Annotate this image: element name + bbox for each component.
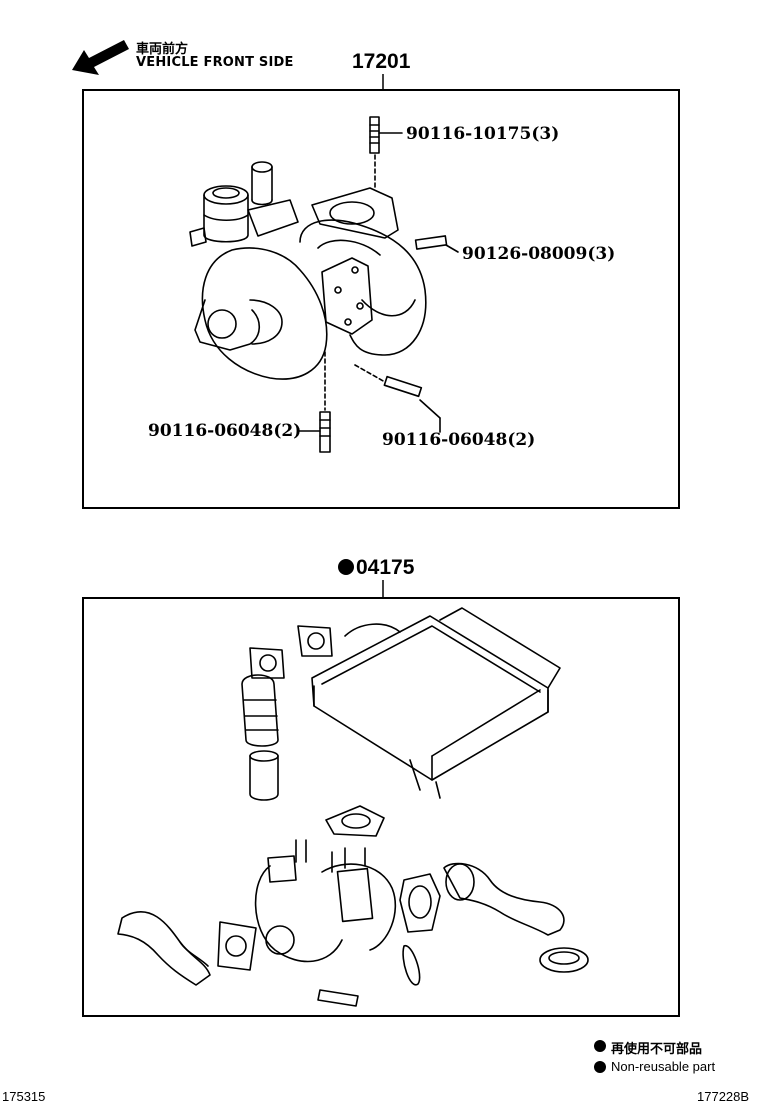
legend-label-en: Non-reusable part — [611, 1059, 716, 1074]
turbocharger-assembly-frame — [82, 89, 680, 509]
callout-stud-lower-right[interactable]: 90116-06048(2) — [382, 430, 536, 450]
turbocharger-illustration — [189, 116, 459, 453]
callout-stud-right[interactable]: 90126-08009(3) — [462, 244, 616, 264]
direction-label-jp: 車両前方 — [136, 42, 189, 57]
gasket-kit-part-number[interactable]: 04175 — [338, 556, 414, 580]
footer-right-code: 177228B — [697, 1089, 750, 1104]
legend-dot-icon — [594, 1040, 606, 1052]
direction-label-en: VEHICLE FRONT SIDE — [136, 55, 294, 70]
gasket-kit-frame — [82, 597, 680, 1017]
callout-stud-top[interactable]: 90116-10175(3) — [406, 124, 560, 144]
footer-left-code: 175315 — [2, 1089, 46, 1104]
vehicle-front-arrow-icon — [72, 40, 129, 75]
legend-dot-icon — [594, 1061, 606, 1073]
non-reusable-dot-icon — [338, 559, 354, 575]
assembly-part-number[interactable]: 17201 — [352, 50, 411, 73]
gasket-kit-illustration — [117, 607, 589, 1007]
legend-label-jp: 再使用不可部品 — [611, 1042, 703, 1057]
callout-stud-lower-left[interactable]: 90116-06048(2) — [148, 421, 302, 441]
